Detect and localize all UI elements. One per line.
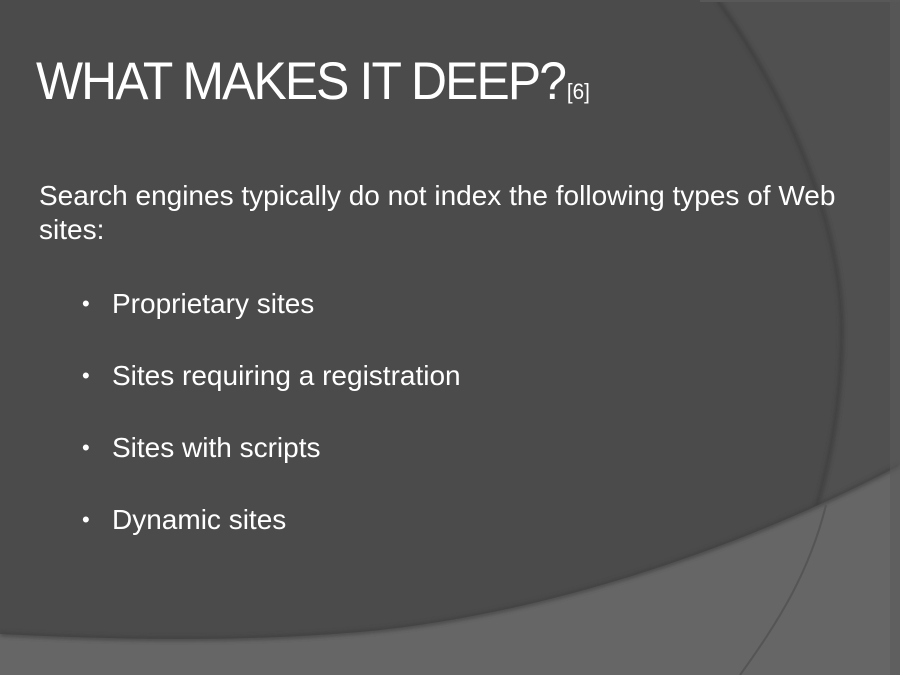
title-reference: [6] (566, 79, 590, 104)
intro-text: Search engines typically do not index th… (39, 180, 836, 245)
bullet-item: • Sites with scripts (82, 429, 461, 501)
bullet-icon: • (82, 291, 90, 316)
slide-title-text: WHAT MAKES IT DEEP? (36, 52, 567, 111)
bullet-label: Proprietary sites (112, 288, 315, 319)
bullet-icon: • (82, 435, 90, 460)
bullet-icon: • (82, 507, 90, 532)
bullet-item: • Proprietary sites (82, 285, 461, 357)
bullet-icon: • (82, 363, 90, 388)
bullet-item: • Sites requiring a registration (82, 357, 461, 429)
bullet-label: Sites with scripts (112, 432, 321, 463)
bullet-label: Dynamic sites (112, 504, 287, 535)
slide-title: WHAT MAKES IT DEEP?[6] (36, 50, 590, 124)
bullet-list: • Proprietary sites • Sites requiring a re… (82, 285, 461, 573)
bullet-label: Sites requiring a registration (112, 360, 461, 391)
bullet-item: • Dynamic sites (82, 501, 461, 573)
